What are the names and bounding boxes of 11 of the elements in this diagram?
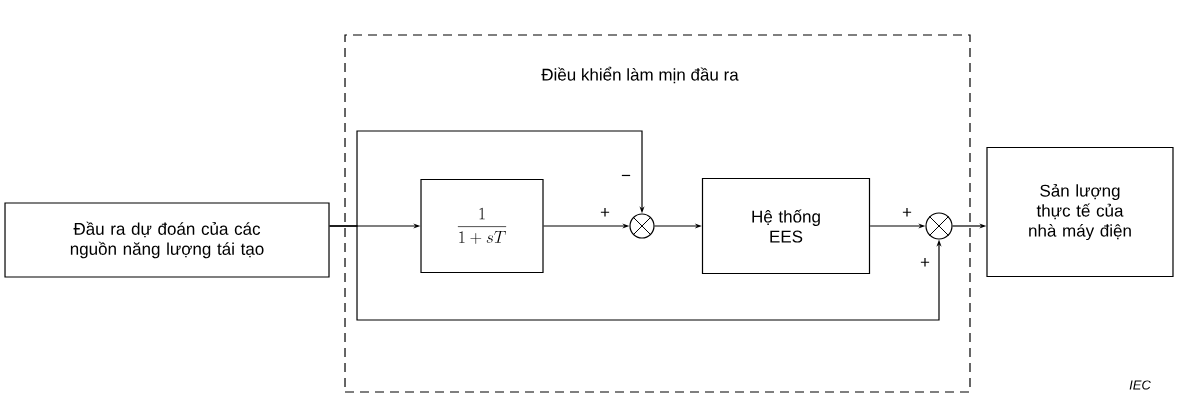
edge-label: + bbox=[901, 207, 913, 219]
source-label: IEC bbox=[1129, 380, 1151, 390]
process-box: Đầu ra dự đoán của các nguồn năng lượng tái tạo bbox=[4, 202, 330, 278]
edge-label: − bbox=[620, 173, 632, 183]
summing-junction bbox=[629, 213, 655, 239]
edge-label: + bbox=[919, 257, 931, 269]
process-box: Sản lượng thực tế của nhà máy điện bbox=[986, 146, 1174, 278]
process-box: Hệ thống EES bbox=[701, 177, 871, 275]
summing-junction bbox=[925, 212, 953, 240]
edge-label: + bbox=[599, 207, 611, 219]
formula-box: $\frac{1}{1+sT}$ bbox=[420, 178, 544, 274]
